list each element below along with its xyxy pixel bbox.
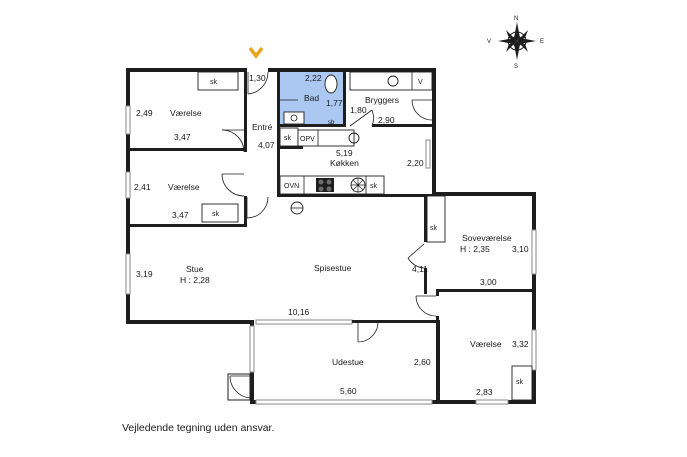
wardrobe-2 [201,203,239,223]
interior-walls [126,68,536,404]
room-vaerelse1-name: Værelse [170,108,202,118]
room-stue-dim-side: 3,19 [136,269,153,279]
wardrobe-3 [511,365,533,401]
sb-label: sb [328,120,335,126]
ovn-label: OVN [284,183,299,190]
sk-label-kitchen: sk [370,183,378,190]
room-labels: Værelse 2,49 3,47 Værelse 2,41 3,47 Entr… [134,73,529,397]
compass-west: V [487,39,491,45]
compass-rose: N S V E [487,16,544,70]
room-bad-dim-side: 1,77 [326,98,343,108]
kitchen-sink-icon [348,132,360,144]
room-spisestue-name: Spisestue [314,263,352,273]
room-sovevaerelse-name: Soveværelse [462,233,512,243]
room-vaerelse2-dim-w: 3,47 [172,210,189,220]
compass-south: S [514,64,518,70]
fixtures: sk sk sk sb V OPV OVN sk [197,71,533,401]
room-entre-name: Entré [252,122,273,132]
room-kokken-dim-side: 2,20 [407,158,424,168]
room-stue-name: Stue [186,264,204,274]
room-udestue-name: Udestue [332,357,364,367]
room-sovevaerelse-height: H : 2,35 [460,244,490,254]
room-vaerelse1-dim-h: 2,49 [136,108,153,118]
entrance-arrow-icon [248,46,264,59]
room-entre-dim-top: 1,30 [249,73,266,83]
utility-counter [349,71,433,91]
sk-label-entre: sk [284,135,292,142]
opv-label: OPV [300,136,315,143]
toilet-icon [324,74,338,94]
room-vaerelse3-dim-bottom: 2,83 [476,387,493,397]
room-vaerelse2-name: Værelse [168,182,200,192]
sk-label-3: sk [516,379,524,386]
room-stue-height: H : 2,28 [180,275,210,285]
wardrobe-1 [197,71,239,91]
room-udestue-dim-side: 2,60 [414,357,431,367]
washer-label: V [418,79,423,86]
sk-label-1: sk [210,79,218,86]
disclaimer-text: Vejledende tegning uden ansvar. [122,422,275,434]
room-vaerelse2-dim-h: 2,41 [134,182,151,192]
room-sovevaerelse-dim-side: 3,10 [512,244,529,254]
sk-label-bedroom: sk [430,225,438,232]
doors [221,71,437,401]
room-vaerelse1-dim-w: 3,47 [174,132,191,142]
room-spisestue-dim-bottom: 10,16 [288,307,310,317]
compass-north: N [514,16,518,22]
room-bad-dim-top: 2,22 [305,73,322,83]
room-bad-name: Bad [304,93,319,103]
wardrobe-bedroom [426,195,446,243]
room-bryggers-name: Bryggers [365,95,399,105]
compass-east: E [540,39,544,45]
room-sovevaerelse-dim-bottom: 3,00 [480,277,497,287]
room-kokken-name: Køkken [330,158,359,168]
room-vaerelse3-dim-side: 3,32 [512,339,529,349]
kitchen-upper-counter [297,129,355,147]
room-vaerelse3-name: Værelse [470,339,502,349]
sk-label-2: sk [212,211,220,218]
room-entre-dim-side: 4,07 [258,140,275,150]
windows [125,105,537,405]
room-bryggers-dim-side: 1,80 [350,105,367,115]
bath-sink-icon [283,111,305,125]
room-spisestue-dim-side: 4,11 [412,264,428,274]
room-bryggers-dim-bottom: 2,90 [378,115,395,125]
room-udestue-dim-bottom: 5,60 [340,386,357,396]
room-kokken-dim-top: 5,19 [336,148,353,158]
utility-sink-icon [387,75,399,87]
